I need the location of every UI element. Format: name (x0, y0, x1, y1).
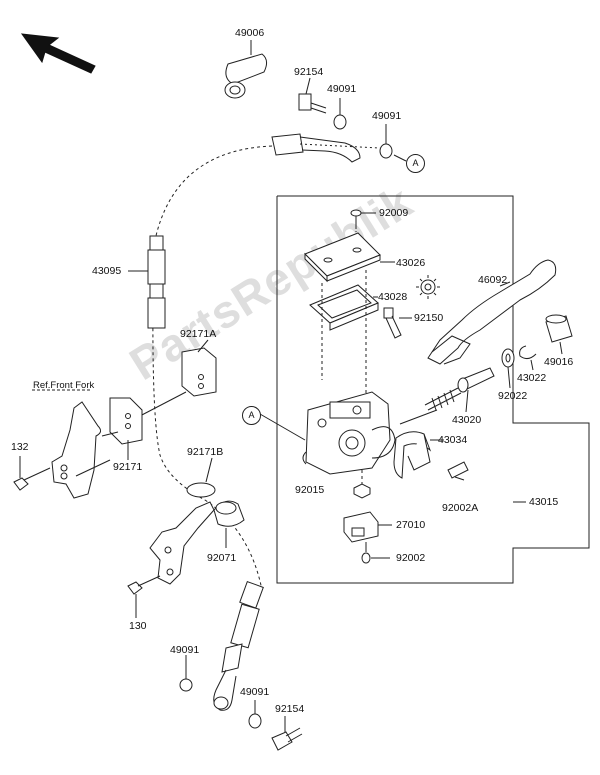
part-label: 43022 (517, 372, 547, 384)
part-label: 92171 (113, 461, 143, 473)
callout-a-top: A (406, 154, 425, 173)
hose-sleeve (128, 235, 166, 329)
banjo-fitting-49006 (224, 40, 268, 99)
banjo-bolt-92154-top (298, 77, 327, 114)
part-label: 46092 (478, 274, 508, 286)
piston-43020 (424, 367, 495, 413)
part-label: 92009 (379, 207, 409, 219)
bolt-92002a (447, 461, 469, 481)
banjo-bolt-92154-bottom (271, 716, 303, 751)
grommet-92071 (213, 500, 245, 548)
front-direction-arrow (20, 33, 96, 74)
grease-symbol (416, 275, 440, 299)
part-label: 49091 (240, 686, 270, 698)
screw-92150 (383, 307, 412, 339)
hose-holder-92171 (109, 397, 143, 460)
part-label: 92071 (207, 552, 237, 564)
part-label: 92002 (396, 552, 426, 564)
part-label: 92015 (295, 484, 325, 496)
part-label: 92171A (180, 328, 217, 340)
hose-fitting-lower (213, 580, 264, 711)
part-label: 132 (11, 441, 29, 453)
reservoir-cap-43026 (304, 232, 395, 283)
screw-92002 (361, 542, 390, 564)
nut-92015 (353, 470, 371, 499)
part-label: 49091 (372, 110, 402, 122)
screw-92009 (350, 209, 376, 229)
part-label: 43034 (438, 434, 468, 446)
front-fork-bracket (32, 389, 119, 499)
hose-fitting-upper (271, 133, 381, 163)
part-label: 92150 (414, 312, 444, 324)
part-label: 43015 (529, 496, 559, 508)
part-label: 49091 (170, 644, 200, 656)
master-cylinder-body (302, 391, 396, 475)
callout-a-middle: A (242, 406, 261, 425)
washer-92022 (501, 348, 515, 389)
part-label: 43095 (92, 265, 122, 277)
diaphragm-43028 (309, 284, 379, 331)
part-label: 92154 (275, 703, 305, 715)
front-fork-reference-note: Ref.Front Fork (33, 380, 95, 391)
circlip-43022 (519, 345, 537, 360)
assembly-frame (276, 195, 590, 584)
part-label: 92022 (498, 390, 528, 402)
part-label: 43026 (396, 257, 426, 269)
clutch-switch-27010 (343, 511, 392, 543)
part-label: 49006 (235, 27, 265, 39)
holder-clamp-43034 (393, 431, 444, 479)
part-label: 92154 (294, 66, 324, 78)
bolt-132 (13, 456, 51, 491)
hose-guide-92171a (181, 339, 217, 397)
part-label: 43028 (378, 291, 408, 303)
clutch-lever-46092 (427, 259, 557, 365)
part-label: 49091 (327, 83, 357, 95)
clamp-band-92171b (186, 457, 216, 498)
part-label: 92002A (442, 502, 479, 514)
part-label: 92171B (187, 446, 224, 458)
part-label: 130 (129, 620, 147, 632)
part-label: 27010 (396, 519, 426, 531)
lower-bracket (149, 501, 215, 585)
dust-cover-49016 (545, 314, 573, 355)
part-label: 43020 (452, 414, 482, 426)
part-label: 49016 (544, 356, 574, 368)
bolt-130 (127, 575, 161, 618)
